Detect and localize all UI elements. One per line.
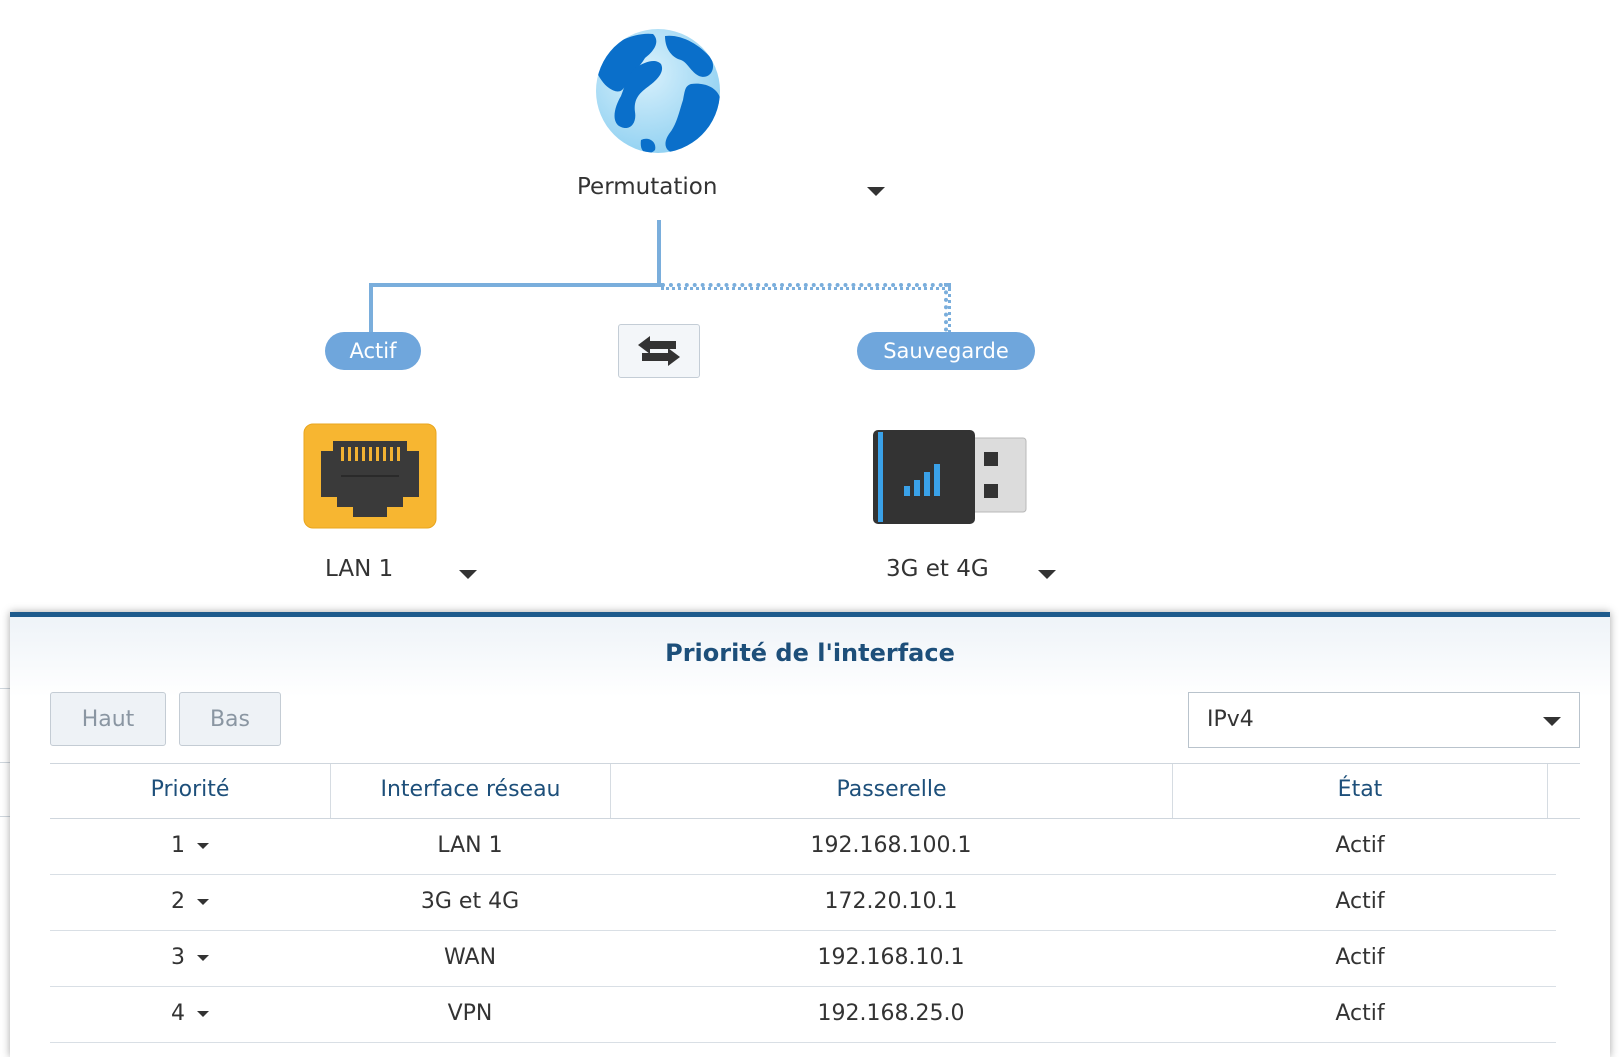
- priority-cell[interactable]: 1: [50, 818, 330, 874]
- panel-title: Priorité de l'interface: [665, 639, 955, 667]
- link-line-backup: [944, 283, 951, 339]
- gateway-cell: 192.168.25.0: [817, 1001, 965, 1026]
- globe-icon: [595, 28, 721, 154]
- priority-dropdown-icon[interactable]: [197, 843, 209, 849]
- usb-modem-icon[interactable]: [872, 426, 1032, 526]
- priority-dropdown-icon[interactable]: [197, 899, 209, 905]
- primary-device-dropdown-icon[interactable]: [459, 570, 477, 579]
- priority-value: 1: [171, 833, 185, 858]
- column-header-state[interactable]: État: [1172, 764, 1548, 818]
- priority-value: 3: [171, 945, 185, 970]
- interface-priority-panel: Priorité de l'interface Haut Bas IPv4 Pr…: [10, 612, 1610, 1057]
- mode-dropdown-icon[interactable]: [867, 187, 885, 196]
- up-button[interactable]: Haut: [50, 692, 166, 746]
- priority-cell[interactable]: 4: [50, 986, 330, 1042]
- link-line-backup: [661, 283, 951, 290]
- ethernet-port-icon[interactable]: [303, 423, 437, 529]
- primary-device-label: LAN 1: [325, 556, 394, 582]
- background-divider: [0, 762, 10, 763]
- backup-badge: Sauvegarde: [857, 332, 1035, 370]
- ip-version-select[interactable]: IPv4: [1188, 692, 1580, 748]
- state-cell: Actif: [1335, 1001, 1385, 1026]
- priority-value: 2: [171, 889, 185, 914]
- interface-cell: LAN 1: [437, 833, 503, 858]
- link-line: [657, 220, 661, 286]
- swap-button[interactable]: [618, 324, 700, 378]
- interface-cell: 3G et 4G: [420, 889, 520, 914]
- table-row[interactable]: 1 LAN 1 192.168.100.1 Actif: [50, 818, 1556, 875]
- link-line-active: [369, 283, 661, 287]
- priority-dropdown-icon[interactable]: [197, 1011, 209, 1017]
- priority-cell[interactable]: 2: [50, 874, 330, 930]
- priority-dropdown-icon[interactable]: [197, 955, 209, 961]
- state-cell: Actif: [1335, 889, 1385, 914]
- backup-device-dropdown-icon[interactable]: [1038, 570, 1056, 579]
- state-cell: Actif: [1335, 945, 1385, 970]
- column-header-priority[interactable]: Priorité: [150, 777, 230, 802]
- down-button[interactable]: Bas: [179, 692, 281, 746]
- priority-value: 4: [171, 1001, 185, 1026]
- table-row[interactable]: 2 3G et 4G 172.20.10.1 Actif: [50, 874, 1556, 931]
- background-divider: [0, 816, 10, 817]
- gateway-cell: 192.168.100.1: [810, 833, 972, 858]
- table-header: Priorité Interface réseau Passerelle Éta…: [50, 763, 1580, 819]
- table-row[interactable]: 3 WAN 192.168.10.1 Actif: [50, 930, 1556, 987]
- state-cell: Actif: [1335, 833, 1385, 858]
- gateway-cell: 172.20.10.1: [824, 889, 958, 914]
- table-row[interactable]: 4 VPN 192.168.25.0 Actif: [50, 986, 1556, 1043]
- swap-arrows-icon: [638, 336, 680, 366]
- ip-version-value: IPv4: [1207, 707, 1254, 732]
- column-header-gateway[interactable]: Passerelle: [610, 764, 1172, 818]
- chevron-down-icon: [1543, 717, 1561, 726]
- interface-cell: VPN: [447, 1001, 493, 1026]
- priority-cell[interactable]: 3: [50, 930, 330, 986]
- backup-device-label: 3G et 4G: [886, 556, 989, 582]
- interface-cell: WAN: [443, 945, 497, 970]
- mode-label: Permutation: [577, 174, 718, 200]
- background-divider: [0, 688, 10, 689]
- gateway-cell: 192.168.10.1: [817, 945, 965, 970]
- active-badge: Actif: [325, 332, 421, 370]
- panel-header: [10, 617, 1610, 697]
- column-header-interface[interactable]: Interface réseau: [330, 764, 610, 818]
- link-line-active: [369, 283, 373, 333]
